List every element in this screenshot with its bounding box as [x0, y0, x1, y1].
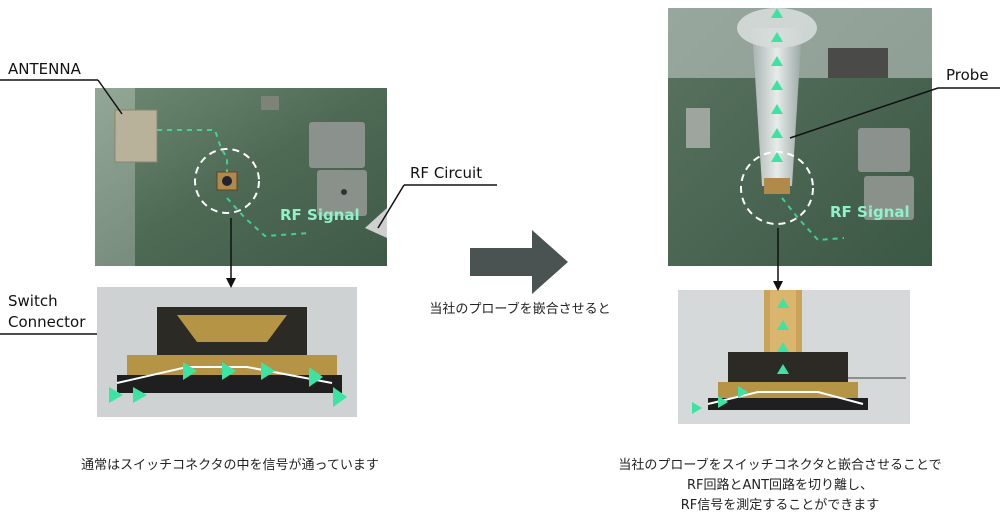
antenna-label: ANTENNA: [8, 60, 81, 78]
middle-caption: 当社のプローブを嵌合させると: [429, 302, 611, 317]
pcb-photo-left: [95, 88, 387, 266]
connector-label: Connector: [8, 313, 86, 331]
pcb-photo-right: [668, 8, 932, 266]
rf-signal-label-left: RF Signal: [280, 206, 360, 224]
rf-signal-label-right: RF Signal: [830, 203, 910, 221]
right-caption-line-1: 当社のプローブをスイッチコネクタと嵌合させることで: [618, 458, 942, 473]
rf-circuit-label: RF Circuit: [410, 164, 483, 182]
left-caption: 通常はスイッチコネクタの中を信号が通っています: [81, 458, 379, 473]
right-caption-line-2: RF回路とANT回路を切り離し、: [686, 478, 874, 493]
connector-photo-left: [97, 287, 357, 417]
probe-label: Probe: [946, 66, 989, 84]
right-caption-line-3: RF信号を測定することができます: [680, 498, 880, 513]
connector-photo-right: [678, 290, 910, 424]
transition-arrow: [470, 230, 568, 294]
right-caption: 当社のプローブをスイッチコネクタと嵌合させることで RF回路とANT回路を切り離…: [560, 456, 1000, 516]
switch-label: Switch: [8, 292, 58, 310]
